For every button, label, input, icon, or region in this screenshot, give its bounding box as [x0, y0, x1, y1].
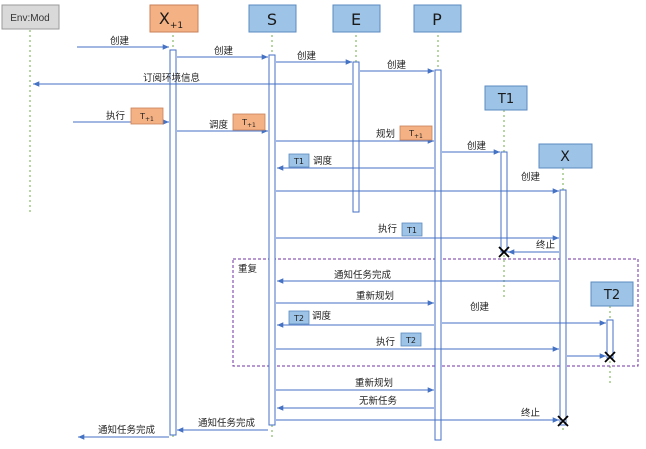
svg-text:Env:Mod: Env:Mod	[10, 13, 49, 24]
loop-label: 重复	[238, 263, 258, 275]
msg-execute-1: 执行	[106, 110, 126, 122]
msg-notify-3: 通知任务完成	[98, 424, 156, 436]
msg-replan-1: 重新规划	[356, 290, 394, 302]
svg-text:X+1: X+1	[159, 9, 183, 31]
msg-create-4: 创建	[387, 59, 407, 71]
msg-schedule-1: 调度	[209, 119, 229, 131]
tag-exec-t-plus-1: T+1	[139, 112, 154, 123]
tag-exec-t2: T2	[405, 336, 416, 345]
e-activation	[352, 61, 360, 213]
msg-terminate-1: 终止	[536, 239, 556, 251]
tag-plan-t-plus-1: T+1	[408, 129, 423, 140]
t1-activation	[500, 151, 508, 253]
msg-create-t1: 创建	[467, 140, 487, 152]
participant-t1: T1	[484, 85, 528, 111]
orange-tags: T+1 T+1 T+1	[130, 107, 433, 141]
msg-create-2: 创建	[214, 45, 234, 57]
msg-terminate-2: 终止	[521, 407, 541, 419]
t2-activation	[606, 319, 614, 359]
svg-text:T1: T1	[497, 92, 514, 107]
x-activation	[169, 49, 177, 436]
msg-plan-1: 规划	[376, 128, 395, 140]
msg-create-t2: 创建	[470, 301, 490, 313]
s-activation	[268, 54, 276, 426]
activations	[169, 49, 614, 441]
tag-sched-t1: T1	[293, 157, 304, 166]
tag-exec-t1: T1	[406, 226, 417, 235]
destroy-x-icon	[557, 415, 569, 427]
participant-xa: X	[538, 143, 593, 169]
msg-create-1: 创建	[110, 35, 130, 47]
tag-sched-t-plus-1: T+1	[241, 118, 256, 129]
p-activation	[434, 69, 442, 441]
svg-text:P: P	[432, 10, 442, 29]
blue-tags: T1 T1 T2 T2	[288, 153, 423, 347]
msg-execute-t2: 执行	[376, 336, 396, 348]
msg-notify-2: 通知任务完成	[198, 417, 256, 429]
msg-no-task: 无新任务	[359, 395, 398, 407]
msg-create-xa: 创建	[521, 171, 541, 183]
participant-p: P	[413, 4, 462, 33]
messages	[33, 44, 606, 440]
msg-create-3: 创建	[297, 50, 317, 62]
participant-e: E	[332, 4, 381, 33]
msg-replan-2: 重新规划	[355, 377, 393, 389]
xa-activation	[559, 189, 567, 426]
destroy-t1-icon	[498, 246, 510, 258]
destroy-t2-icon	[604, 351, 616, 363]
svg-text:T2: T2	[603, 288, 620, 303]
msg-execute-t1: 执行	[378, 223, 398, 235]
destroy-markers	[498, 246, 616, 427]
participant-env: Env:Mod	[1, 4, 60, 30]
tag-sched-t2: T2	[293, 314, 304, 323]
message-labels: 创建 创建 创建 创建 订阅环境信息 执行 调度 规划 创建 调度 创建 执行 …	[98, 35, 556, 436]
participant-x: X+1	[149, 4, 199, 33]
msg-notify-1: 通知任务完成	[334, 269, 392, 281]
participant-t2: T2	[590, 281, 634, 307]
svg-text:E: E	[351, 10, 361, 29]
participant-s: S	[248, 4, 297, 33]
msg-schedule-t1: 调度	[313, 155, 333, 167]
svg-text:X: X	[560, 149, 570, 165]
svg-text:S: S	[267, 10, 277, 29]
msg-subscribe: 订阅环境信息	[143, 72, 200, 84]
msg-schedule-t2: 调度	[312, 310, 332, 322]
